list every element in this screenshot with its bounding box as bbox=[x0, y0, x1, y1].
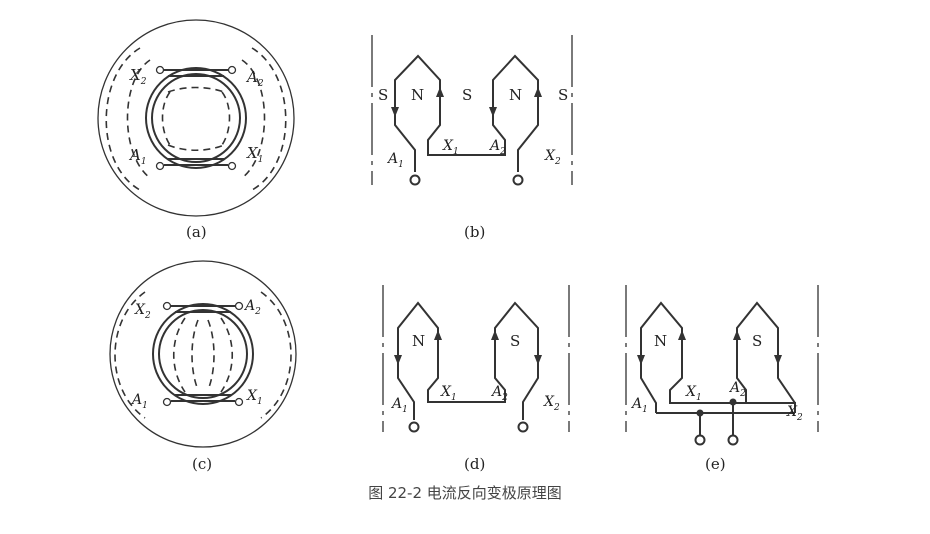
flux-lines bbox=[105, 47, 287, 191]
coil-slots bbox=[155, 65, 237, 171]
pole-label: S bbox=[558, 86, 568, 104]
pole-label: S bbox=[462, 86, 472, 104]
terminal-label-x1: X1 bbox=[442, 138, 459, 157]
terminal-label-x2: X2 bbox=[134, 302, 151, 321]
stator-outer-ring bbox=[97, 19, 295, 217]
panel-e-label: (e) bbox=[705, 455, 726, 473]
terminal-right bbox=[727, 434, 739, 446]
pole-label: N bbox=[411, 86, 424, 104]
terminal-label-x1: X1 bbox=[440, 384, 457, 403]
terminal-label-x2: X2 bbox=[543, 394, 560, 413]
terminal-label-a2: A2 bbox=[728, 380, 746, 399]
terminal-x2 bbox=[517, 421, 529, 433]
terminal-label-a2: A2 bbox=[243, 298, 261, 317]
terminal-label-x2: X2 bbox=[129, 66, 147, 87]
terminal-x2 bbox=[512, 174, 524, 186]
coil-bars bbox=[171, 305, 235, 402]
panel-b-label: (b) bbox=[464, 223, 485, 241]
terminal-label-a1: A1 bbox=[390, 396, 408, 415]
terminal-a1 bbox=[409, 174, 421, 186]
pole-label: N bbox=[654, 332, 667, 350]
terminal-label-a2: A2 bbox=[245, 68, 264, 89]
panel-b-winding-diagram: S N S N S A1 X1 A2 X2 (b) bbox=[371, 35, 573, 241]
coil-slots bbox=[162, 301, 244, 407]
stator-inner-ring bbox=[152, 303, 254, 405]
terminal-label-x1: X1 bbox=[246, 144, 263, 165]
figure-caption: 图 22-2 电流反向变极原理图 bbox=[368, 484, 562, 502]
junction-dot bbox=[696, 409, 704, 417]
panel-d-winding-diagram: N S A1 X1 A2 X2 (d) bbox=[382, 285, 570, 473]
panel-c-stator-diagram: X2 A2 A1 X1 (c) bbox=[109, 260, 297, 473]
terminal-left bbox=[694, 434, 706, 446]
terminal-label-a1: A1 bbox=[630, 396, 648, 415]
rotor-ring bbox=[158, 309, 248, 399]
terminal-label-x2: X2 bbox=[786, 404, 803, 423]
stator-outer-ring bbox=[109, 260, 297, 448]
pole-label: N bbox=[412, 332, 425, 350]
panel-e-winding-diagram: N S A1 X1 A2 X2 (e) bbox=[625, 285, 819, 473]
junction-dot bbox=[729, 398, 737, 406]
pole-label: S bbox=[752, 332, 762, 350]
panel-a-label: (a) bbox=[186, 223, 207, 241]
flux-lines bbox=[114, 291, 292, 419]
terminal-label-a1: A1 bbox=[130, 392, 148, 411]
terminal-label-a2: A2 bbox=[488, 138, 506, 157]
terminal-label-x1: X1 bbox=[246, 388, 263, 407]
panel-d-label: (d) bbox=[464, 455, 485, 473]
terminal-label-a2: A2 bbox=[490, 384, 508, 403]
terminal-label-x2: X2 bbox=[544, 148, 561, 167]
terminal-label-x1: X1 bbox=[685, 384, 702, 403]
terminal-a1 bbox=[408, 421, 420, 433]
terminal-label-a1: A1 bbox=[386, 151, 404, 170]
panel-c-label: (c) bbox=[192, 455, 212, 473]
terminal-label-a1: A1 bbox=[128, 146, 147, 167]
coil-bars bbox=[164, 69, 228, 166]
pole-label: N bbox=[509, 86, 522, 104]
pole-label: S bbox=[378, 86, 388, 104]
pole-label: S bbox=[510, 332, 520, 350]
panel-a-stator-diagram: X2 A2 A1 X1 (a) bbox=[97, 19, 295, 241]
rotor-ring bbox=[151, 73, 241, 163]
stator-inner-ring bbox=[145, 67, 247, 169]
